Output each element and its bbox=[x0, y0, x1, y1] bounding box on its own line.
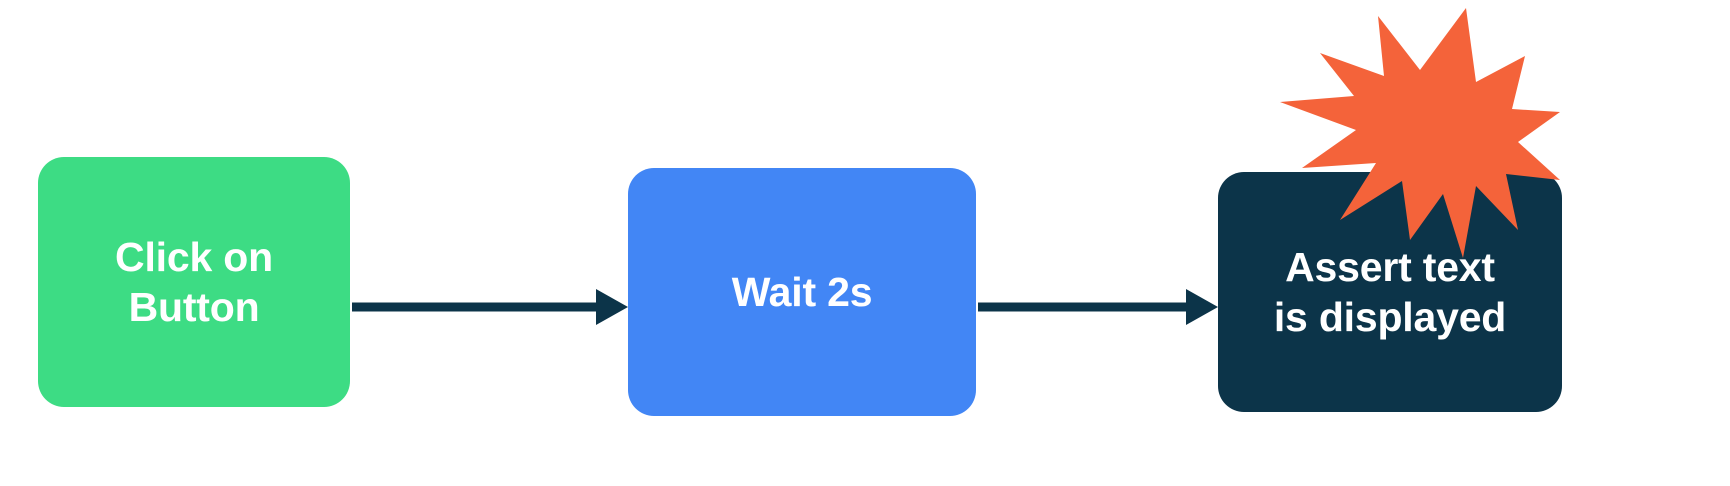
flow-node-wait[interactable]: Wait 2s bbox=[628, 168, 976, 416]
flow-node-click-on-button[interactable]: Click on Button bbox=[38, 157, 350, 407]
flow-node-label: Click on Button bbox=[115, 233, 273, 330]
arrowhead-icon bbox=[1186, 289, 1218, 325]
arrowhead-icon bbox=[596, 289, 628, 325]
flow-node-assert[interactable]: Assert text is displayed bbox=[1218, 172, 1562, 412]
flow-node-label: Assert text is displayed bbox=[1273, 243, 1507, 340]
flow-node-label: Wait 2s bbox=[731, 268, 873, 315]
